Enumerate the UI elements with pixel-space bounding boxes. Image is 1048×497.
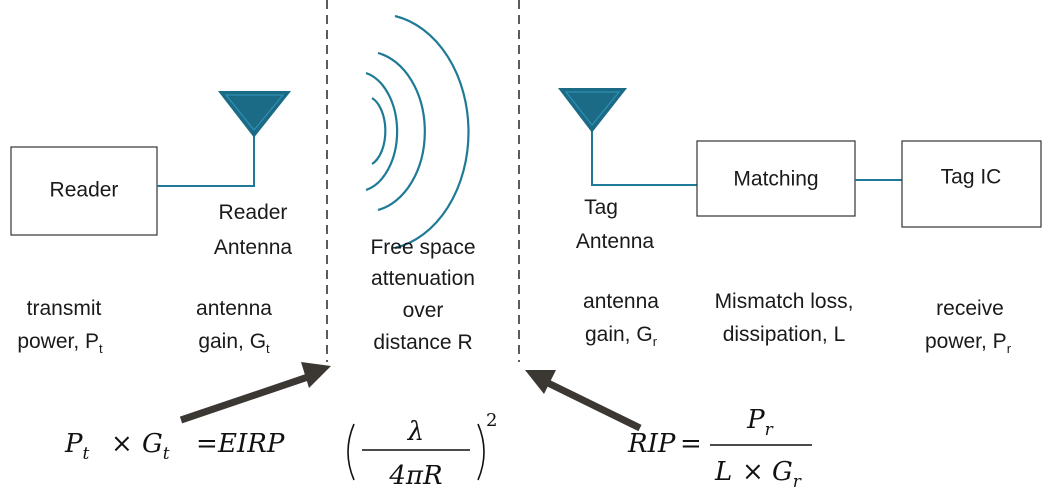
tag-ic-block-label: Tag IC: [941, 166, 1002, 189]
transmit-power-label-1: transmit: [27, 297, 102, 320]
free-space-label-4: distance R: [373, 331, 472, 354]
svg-text:×: ×: [742, 457, 764, 487]
tag-antenna-icon: [557, 88, 628, 133]
receive-power-label-1: receive: [936, 297, 1004, 320]
reader-antenna-icon: [217, 91, 292, 138]
reader-gain-label-1: antenna: [196, 297, 272, 320]
svg-text:×: ×: [111, 429, 133, 459]
tag-gain-label-2: gain, Gr: [585, 323, 658, 349]
free-space-label-3: over: [403, 299, 444, 322]
svg-text:λ: λ: [407, 417, 424, 447]
matching-block-label: Matching: [733, 168, 818, 191]
svg-text:Pr: Pr: [746, 405, 774, 440]
reader-antenna-label-2: Antenna: [214, 236, 293, 259]
tag-antenna-label-2: Antenna: [576, 230, 655, 253]
svg-text:Pt: Pt: [64, 429, 90, 464]
svg-text:=: =: [680, 429, 702, 459]
svg-text:L: L: [714, 457, 732, 487]
free-space-label-2: attenuation: [371, 267, 475, 290]
mismatch-label-1: Mismatch loss,: [715, 290, 854, 313]
fspl-equation: λ 4πR 2: [347, 410, 497, 491]
mismatch-label-2: dissipation, L: [723, 323, 846, 346]
receive-power-label-2: power, Pr: [925, 330, 1012, 356]
reader-block-label: Reader: [50, 179, 119, 202]
reader-antenna-highlight: [224, 94, 285, 131]
svg-text:Gr: Gr: [772, 457, 802, 492]
matching-block: [696, 140, 856, 217]
left-arrow-icon: [179, 362, 331, 424]
tag-gain-label-1: antenna: [583, 290, 659, 313]
reader-gain-label-2: gain, Gt: [198, 330, 270, 356]
svg-text:4πR: 4πR: [388, 461, 442, 491]
right-arrow-icon: [525, 370, 642, 432]
tag-antenna-wire: [591, 124, 697, 186]
radio-waves-icon: [365, 14, 470, 250]
svg-text:=: =: [196, 429, 218, 459]
svg-text:RIP: RIP: [627, 429, 676, 459]
svg-text:EIRP: EIRP: [217, 429, 285, 459]
eirp-equation: Pt × Gt = EIRP: [64, 429, 285, 464]
reader-block: [10, 146, 158, 236]
svg-text:Gt: Gt: [142, 429, 170, 464]
tag-antenna-highlight: [564, 91, 621, 126]
reader-antenna-wire: [157, 128, 255, 187]
reader-antenna-label-1: Reader: [219, 201, 288, 224]
tag-antenna-label-1: Tag: [584, 196, 618, 219]
rip-equation: RIP = Pr L × Gr: [627, 405, 812, 492]
tag-ic-block: [901, 140, 1042, 228]
svg-text:2: 2: [486, 410, 497, 431]
free-space-label-1: Free space: [370, 236, 475, 259]
transmit-power-label-2: power, Pt: [17, 330, 103, 356]
